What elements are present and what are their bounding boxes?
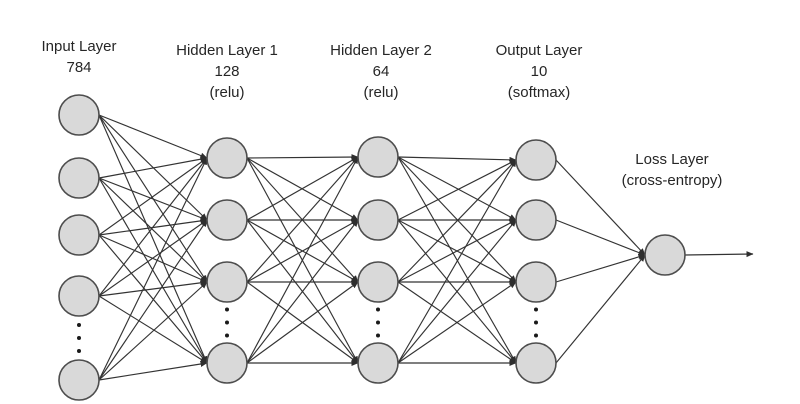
neuron-node	[206, 137, 248, 179]
neuron-node	[357, 261, 399, 303]
layer-name: Input Layer	[41, 38, 117, 55]
ellipsis-dot	[77, 323, 81, 327]
neuron-node	[206, 342, 248, 384]
neuron-node	[515, 261, 557, 303]
neuron-node	[58, 94, 100, 136]
neuron-node	[515, 342, 557, 384]
connection-edge	[246, 156, 359, 364]
connection-edge	[397, 159, 517, 221]
neuron-node	[58, 275, 100, 317]
connection-edge	[555, 254, 646, 364]
connection-edge	[98, 157, 208, 236]
ellipsis-dot	[376, 320, 380, 325]
layer-name: Loss Layer	[635, 151, 709, 168]
layer-size: 784	[66, 59, 92, 76]
layer-label-hidden-2: Hidden Layer 2 64 (relu)	[330, 40, 432, 103]
connection-edge	[246, 281, 359, 364]
connection-edge	[98, 219, 208, 297]
connection-edge	[555, 254, 646, 283]
ellipsis-dot	[225, 307, 229, 312]
ellipsis-dot	[376, 307, 380, 312]
connection-edge	[397, 159, 517, 283]
connection-edge	[397, 156, 517, 221]
connection-edge	[555, 159, 646, 256]
connection-edge	[98, 281, 208, 381]
connection-edge	[98, 295, 208, 364]
ellipsis-dot	[534, 333, 538, 338]
connection-edge	[246, 154, 359, 161]
layer-activation: (relu)	[209, 84, 245, 101]
layer-label-input: Input Layer 784	[41, 36, 116, 78]
loss-output-arrow	[684, 251, 754, 258]
connection-edge	[397, 156, 517, 163]
connection-edge	[397, 219, 517, 283]
layer-label-output: Output Layer 10 (softmax)	[496, 40, 583, 103]
connection-edge	[246, 219, 359, 283]
neuron-node	[357, 136, 399, 178]
connection-edge	[246, 156, 359, 221]
neuron-node	[58, 157, 100, 199]
neuron-node	[206, 261, 248, 303]
connection-edge	[98, 177, 208, 283]
connection-edge	[98, 157, 208, 297]
loss-node	[644, 234, 686, 276]
ellipsis-dot	[77, 349, 81, 353]
ellipsis-dot	[376, 333, 380, 338]
neuron-node	[515, 199, 557, 241]
connection-edge	[98, 279, 208, 297]
connection-edge	[397, 156, 517, 364]
neuron-node	[515, 139, 557, 181]
layer-size: 64	[372, 63, 390, 80]
neuron-node	[58, 359, 100, 401]
connection-edge	[98, 114, 208, 159]
connection-edge	[98, 156, 208, 179]
connection-edge	[397, 159, 517, 364]
layer-label-loss: Loss Layer (cross-entropy)	[622, 149, 723, 191]
layer-activation: (softmax)	[507, 84, 571, 101]
neuron-node	[58, 214, 100, 256]
neuron-node	[357, 199, 399, 241]
ellipsis-dot	[534, 307, 538, 312]
connection-edge	[98, 157, 208, 381]
neuron-node	[357, 342, 399, 384]
connection-edge	[397, 281, 517, 364]
connection-edge	[98, 177, 208, 221]
layer-name: Output Layer	[495, 42, 583, 59]
ellipsis-dot	[77, 336, 81, 340]
connection-edge	[246, 156, 359, 283]
layer-activation: (relu)	[363, 84, 399, 101]
layer-detail: (cross-entropy)	[621, 172, 723, 189]
neuron-node	[206, 199, 248, 241]
connection-edge	[98, 114, 208, 364]
ellipsis-dot	[534, 320, 538, 325]
connection-edge	[98, 177, 208, 364]
layer-name: Hidden Layer 1	[176, 42, 278, 59]
connection-edge	[397, 219, 517, 364]
layer-name: Hidden Layer 2	[330, 42, 432, 59]
layer-size: 128	[214, 63, 240, 80]
connection-edge	[98, 361, 208, 381]
connection-edge	[98, 219, 208, 381]
connection-edge	[555, 219, 646, 256]
ellipsis-dot	[225, 320, 229, 325]
ellipsis-dot	[225, 333, 229, 338]
layer-size: 10	[530, 63, 548, 80]
layer-label-hidden-1: Hidden Layer 1 128 (relu)	[176, 40, 278, 103]
connection-edge	[246, 219, 359, 364]
